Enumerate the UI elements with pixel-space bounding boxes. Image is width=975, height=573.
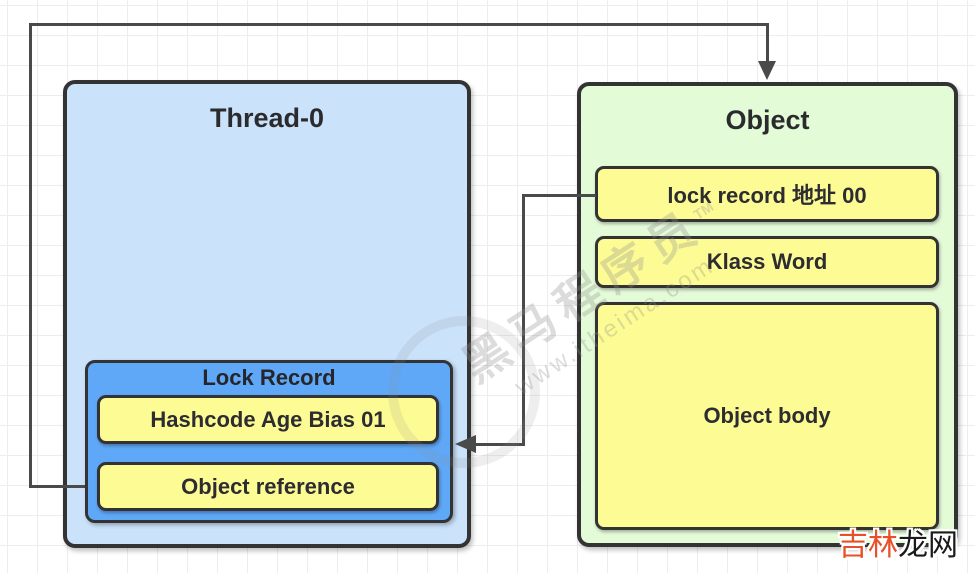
connector-lockaddr-horizontal-top xyxy=(522,194,596,197)
lock-record-title: Lock Record xyxy=(202,365,336,390)
arrowhead-down-icon xyxy=(758,61,776,80)
connector-objref-horizontal-top xyxy=(29,23,769,26)
connector-lockaddr-horizontal-bottom xyxy=(474,443,524,446)
object-title: Object xyxy=(725,105,810,135)
connector-objref-horizontal-bottom xyxy=(29,485,89,488)
arrowhead-left-icon xyxy=(455,435,476,453)
site-badge-rest: 龙网 xyxy=(898,529,958,562)
site-badge-highlight: 吉林 xyxy=(838,529,898,562)
thread-title: Thread-0 xyxy=(209,103,325,133)
site-badge: 吉林龙网 xyxy=(838,520,958,564)
connector-lockaddr-vertical xyxy=(522,194,525,446)
object-reference-slot: Object reference xyxy=(97,462,439,511)
object-body-slot: Object body xyxy=(595,302,939,530)
connector-objref-vertical-right xyxy=(766,23,769,64)
lock-record-address-slot: lock record 地址 00 xyxy=(595,166,939,222)
klass-word-slot: Klass Word xyxy=(595,236,939,288)
connector-objref-vertical-left xyxy=(29,23,32,487)
hashcode-age-bias-slot: Hashcode Age Bias 01 xyxy=(97,395,439,444)
